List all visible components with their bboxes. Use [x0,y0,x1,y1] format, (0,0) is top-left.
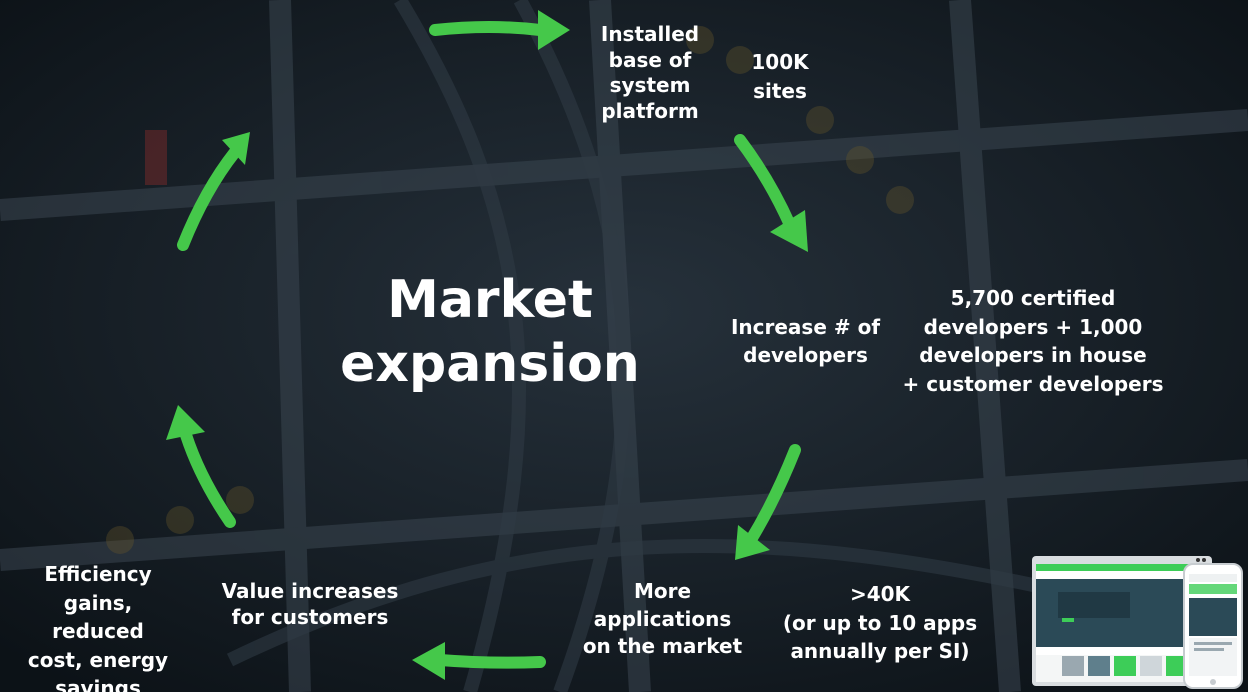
cycle-arrow-icon [180,429,236,528]
arrowhead-icon [412,642,445,680]
cycle-arrow-icon [429,21,546,36]
step-efficiency-label: Efficiency gains, reduced cost, energy s… [27,562,169,692]
arrowhead-icon [166,405,205,440]
arrowhead-icon [735,525,770,560]
step-installed-base-label: Installed base of system platform [600,22,700,123]
diagram-title: Market expansion [340,270,640,394]
step-developers-label: Increase # of developers [730,315,881,367]
step-applications-stat: >40K (or up to 10 apps annually per SI) [782,582,978,663]
arrowhead-icon [538,10,570,50]
arrowhead-icon [770,210,808,252]
cycle-arrow-icon [434,654,546,669]
cycle-arrow-icon [746,444,801,544]
cycle-arrow-icon [734,134,796,231]
cycle-arrow-icon [177,146,241,251]
step-developers-stat: 5,700 certified developers + 1,000 devel… [902,286,1164,396]
device-mockup-image [1032,556,1243,689]
step-value-label: Value increases for customers [221,579,399,629]
step-installed-base-stat: 100K sites [751,50,809,103]
step-applications-label: More applications on the market [582,579,743,658]
arrowhead-icon [222,132,250,165]
